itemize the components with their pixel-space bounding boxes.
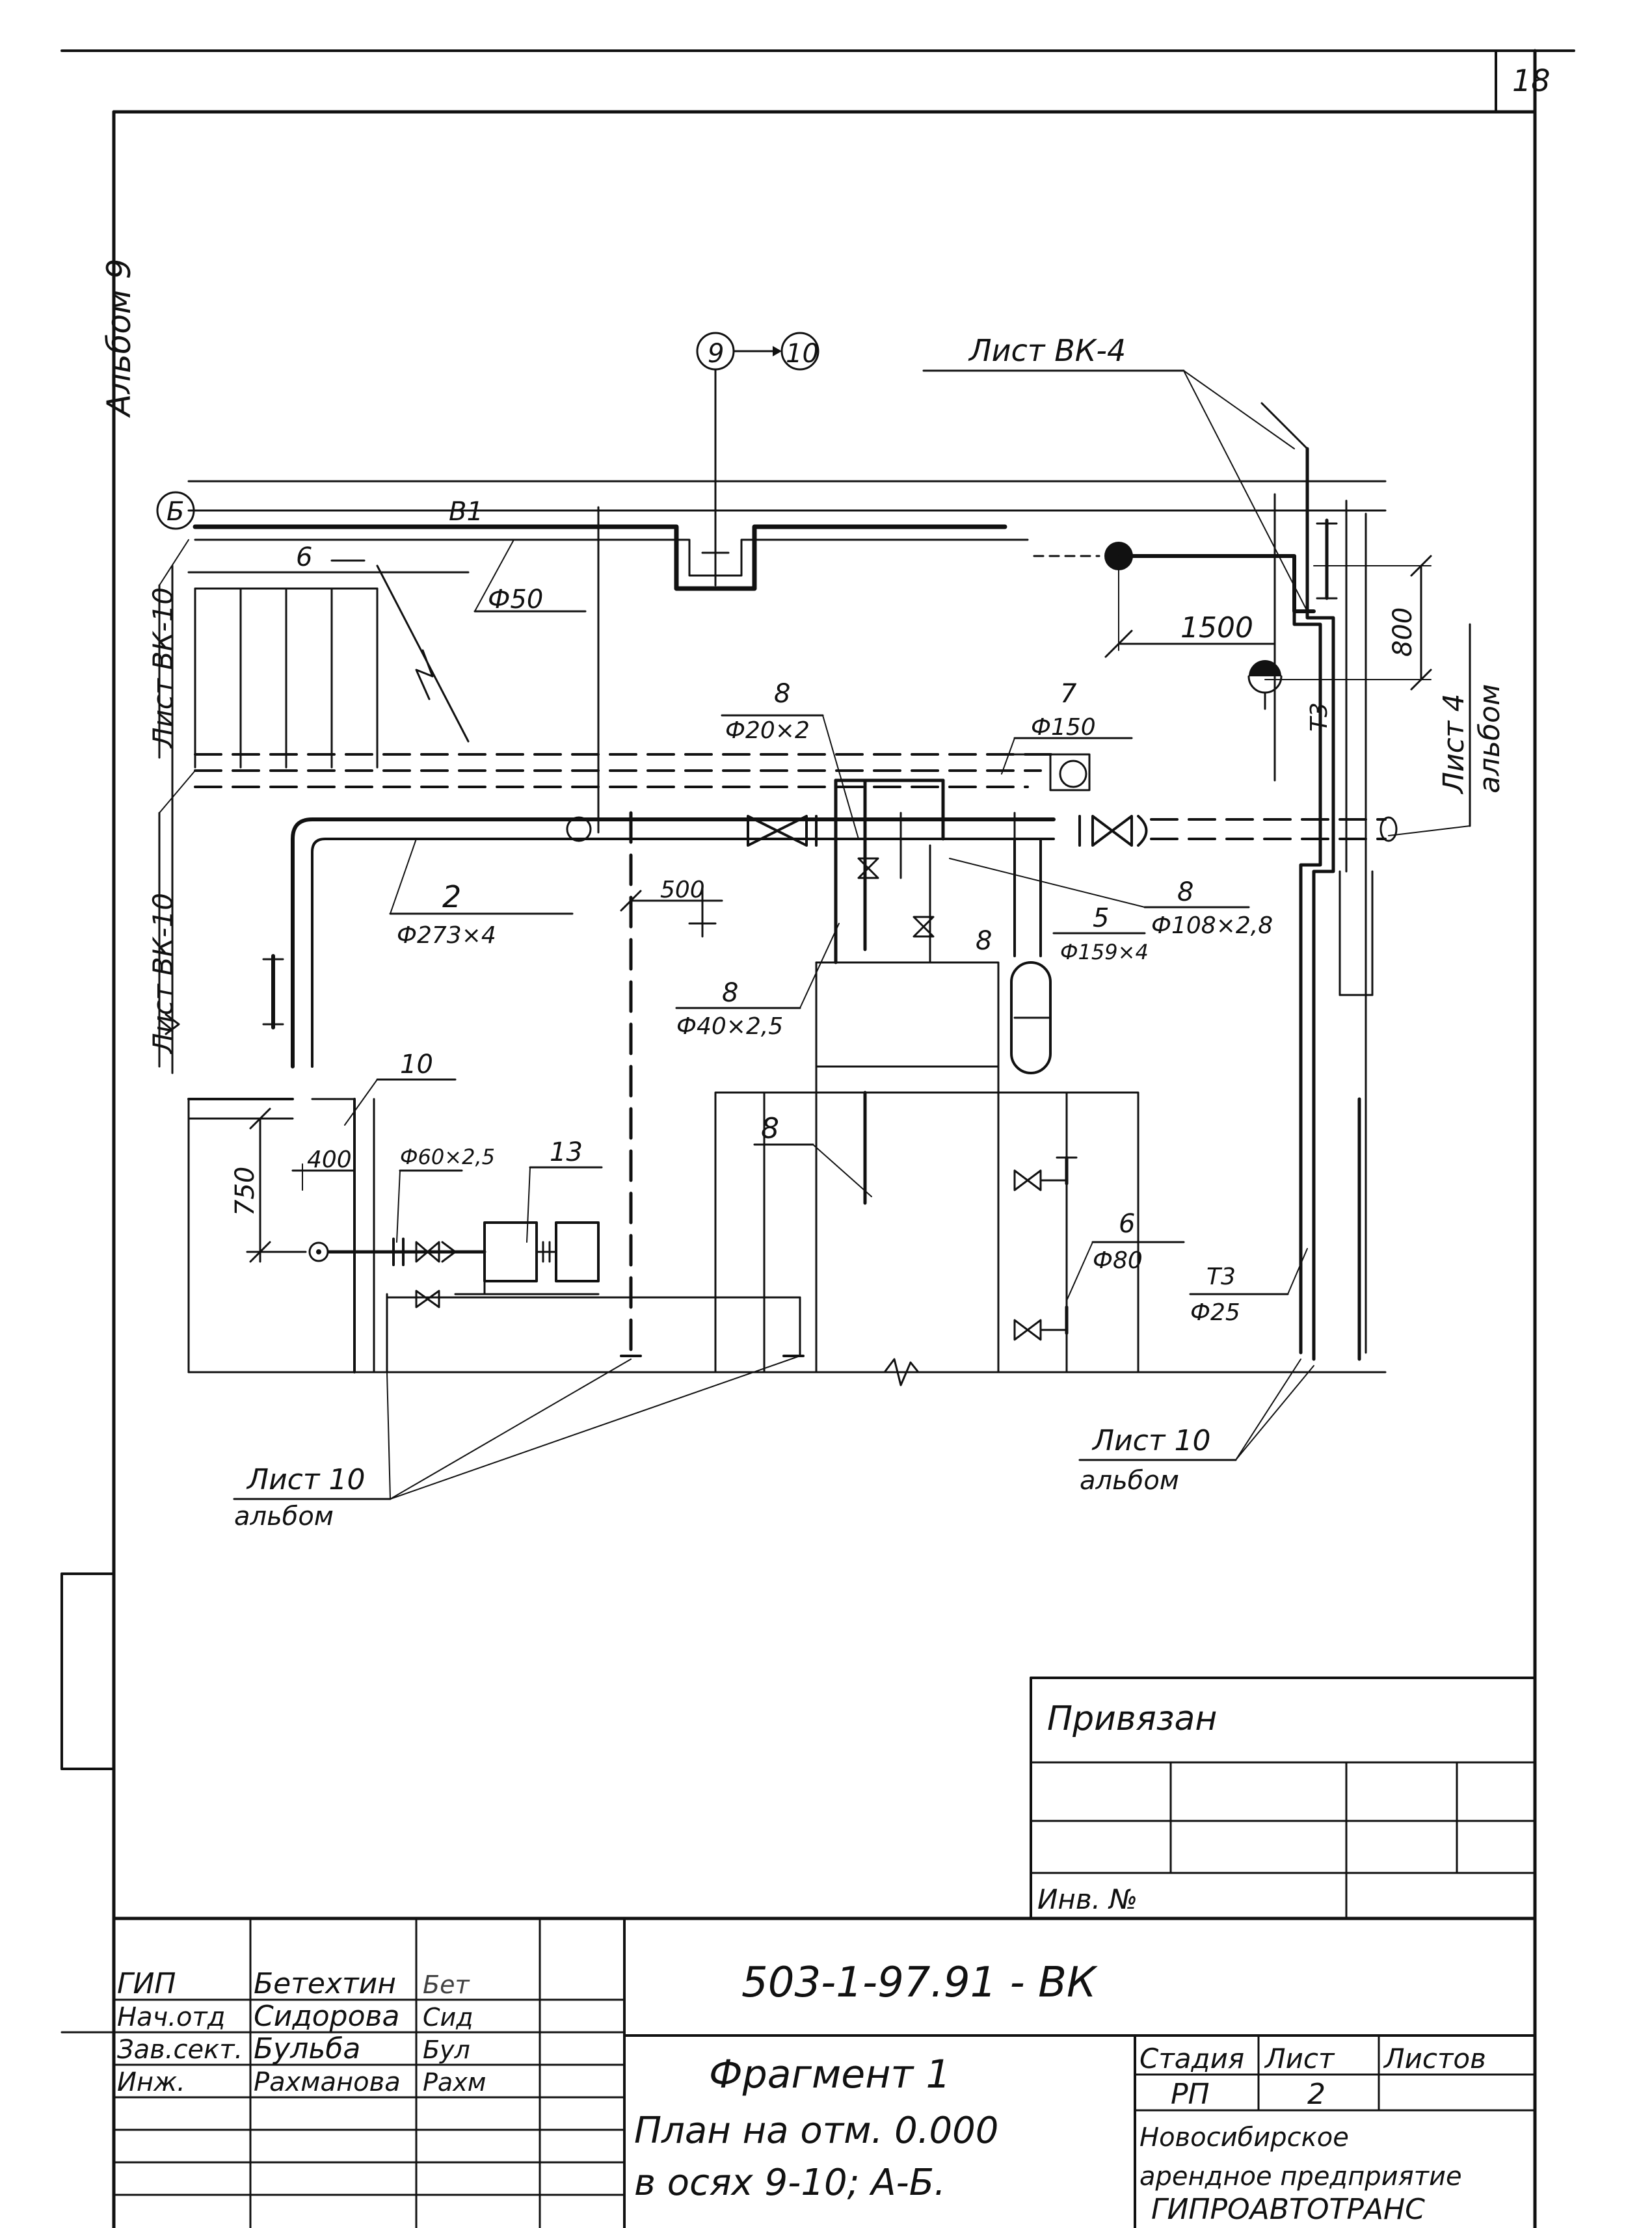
stamp-sheets-header: Листов <box>1383 2043 1486 2075</box>
sheet-frame <box>60 49 1575 2228</box>
label-2: 2 <box>442 879 461 914</box>
stamp-org-3: ГИПРОАВТОТРАНС <box>1151 2193 1425 2226</box>
ref-list4-1: Лист 4 <box>1437 694 1471 795</box>
ref-list10-right-2: альбом <box>1080 1466 1179 1496</box>
plan-lines <box>165 402 1398 1386</box>
label-phi108x28: Ф108×2,8 <box>1151 912 1273 939</box>
label-phi273x4: Ф273×4 <box>397 922 496 949</box>
stamp-inv-no: Инв. № <box>1037 1883 1138 1915</box>
label-phi25: Ф25 <box>1190 1299 1240 1326</box>
title-block <box>112 1916 1537 2228</box>
stamp-sign-2: Сид <box>423 2003 473 2032</box>
dim-500: 500 <box>660 877 705 903</box>
stamp-sign-1: Бет <box>423 1970 470 1999</box>
label-7: 7 <box>1060 679 1077 709</box>
label-phi80: Ф80 <box>1093 1247 1143 1274</box>
dim-1500: 1500 <box>1180 611 1253 644</box>
axis-9-label: 9 <box>708 339 724 369</box>
label-6-b: 6 <box>1119 1209 1135 1239</box>
label-8-b: 8 <box>722 978 738 1008</box>
stamp-sign-4: Рахм <box>423 2068 486 2097</box>
stamp-sheet-header: Лист <box>1264 2043 1335 2075</box>
axis-b-label: Б <box>167 497 184 527</box>
stamp-name-2: Сидорова <box>254 2000 399 2033</box>
stamp-org-1: Новосибирское <box>1139 2123 1349 2153</box>
album-label: Альбом 9 <box>100 259 138 418</box>
stamp-role-1: ГИП <box>117 1967 176 2000</box>
label-8-c: 8 <box>976 926 992 956</box>
dim-400: 400 <box>307 1147 352 1173</box>
label-8-d: 8 <box>1177 877 1193 907</box>
stamp-org-2: арендное предприятие <box>1139 2162 1462 2192</box>
label-10: 10 <box>400 1050 433 1080</box>
label-phi40x25: Ф40×2,5 <box>676 1013 783 1040</box>
ref-vk4: Лист ВК-4 <box>968 333 1126 368</box>
label-t3: Т3 <box>1206 1264 1236 1290</box>
stamp-title-3: в осях 9-10; А-Б. <box>634 2162 946 2204</box>
stamp-sign-3: Бул <box>423 2036 470 2064</box>
label-leaders <box>330 525 1308 1301</box>
stamp-stage-header: Стадия <box>1139 2043 1244 2075</box>
stamp-stage-value: РП <box>1171 2078 1210 2111</box>
dimension-lines <box>249 555 1432 1263</box>
ref-list10-left-1: Лист 10 <box>246 1463 365 1496</box>
stamp-privyazan: Привязан <box>1047 1699 1217 1738</box>
label-8-a: 8 <box>774 679 790 709</box>
stamp-title-1: Фрагмент 1 <box>709 2052 951 2097</box>
label-8-e: 8 <box>761 1112 779 1145</box>
stamp-name-1: Бетехтин <box>254 1967 396 2000</box>
label-13: 13 <box>550 1137 583 1167</box>
sheet-number: 18 <box>1512 63 1551 98</box>
stamp-role-4: Инж. <box>117 2067 185 2097</box>
label-5: 5 <box>1093 903 1109 933</box>
label-phi159x4: Ф159×4 <box>1060 940 1149 964</box>
label-phi20x2: Ф20×2 <box>725 717 810 744</box>
stamp-name-3: Бульба <box>254 2032 360 2065</box>
stamp-code: 503-1-97.91 - ВК <box>741 1959 1098 2007</box>
axis-markers <box>156 332 819 587</box>
ref-list10-left-2: альбом <box>234 1502 334 1532</box>
label-6-top: 6 <box>296 542 312 572</box>
label-phi60x25: Ф60×2,5 <box>400 1145 495 1169</box>
stamp-role-3: Зав.сект. <box>117 2035 243 2065</box>
axis-10-label: 10 <box>786 339 819 369</box>
ref-list10-right-1: Лист 10 <box>1091 1424 1210 1457</box>
stamp-role-2: Нач.отд <box>117 2002 225 2032</box>
label-b1: В1 <box>449 497 483 527</box>
stamp-name-4: Рахманова <box>254 2067 401 2097</box>
ref-vk10-top: Лист ВК-10 <box>147 587 179 749</box>
ref-vk10-mid: Лист ВК-10 <box>147 893 179 1055</box>
sheet-ref-leaders <box>158 369 1471 1500</box>
stamp-title-2: План на отм. 0.000 <box>634 2110 998 2152</box>
dim-800: 800 <box>1388 607 1418 657</box>
dim-750: 750 <box>230 1167 260 1216</box>
label-phi150: Ф150 <box>1031 714 1096 741</box>
privyazan-block <box>1030 1677 1536 1920</box>
label-t3-riser: Т3 <box>1306 702 1333 732</box>
ref-list4-2: альбом <box>1473 684 1506 793</box>
label-phi50: Ф50 <box>488 585 543 615</box>
stamp-sheet-value: 2 <box>1307 2078 1326 2111</box>
